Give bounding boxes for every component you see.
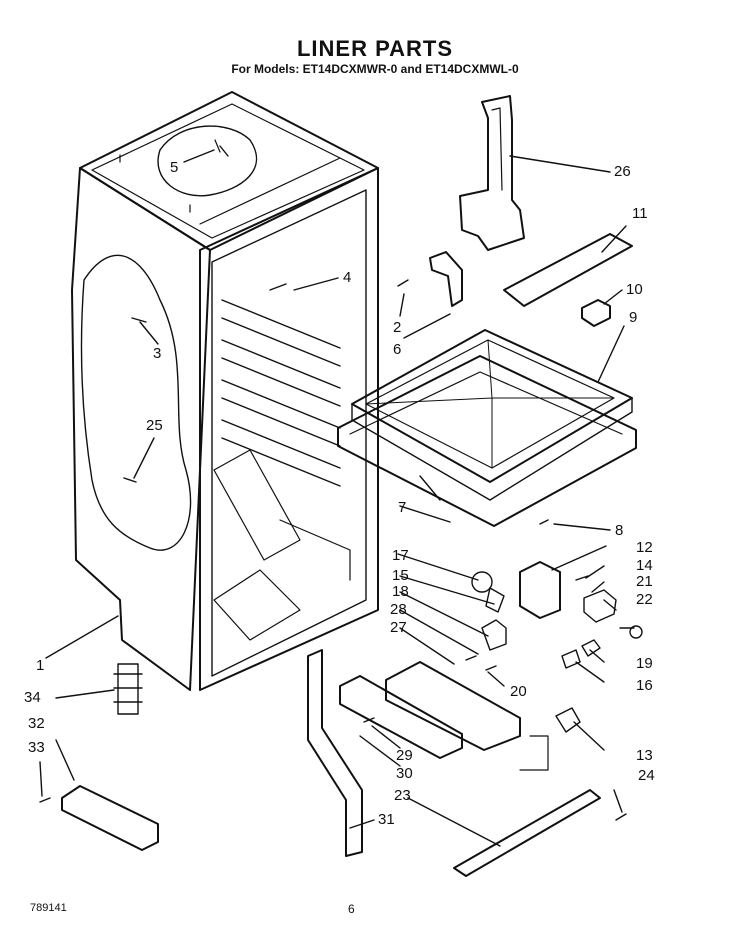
callout-10: 10	[626, 281, 643, 298]
callout-26: 26	[614, 163, 631, 180]
page-title: LINER PARTS	[296, 36, 454, 61]
callout-3: 3	[153, 345, 161, 362]
callout-20: 20	[510, 683, 527, 700]
drawer-frame	[337, 355, 637, 527]
callout-29: 29	[396, 747, 413, 764]
callout-24: 24	[638, 767, 655, 784]
callout-17: 17	[392, 547, 409, 564]
callout-1: 1	[36, 657, 44, 674]
callout-13: 13	[636, 747, 653, 764]
callout-9: 9	[629, 309, 637, 326]
callout-2: 2	[393, 319, 401, 336]
callout-7: 7	[398, 499, 406, 516]
block-part	[581, 299, 611, 327]
callout-31: 31	[378, 811, 395, 828]
callout-22: 22	[636, 591, 653, 608]
callout-32: 32	[28, 715, 45, 732]
bracket-part	[429, 251, 463, 307]
control-housing	[471, 561, 643, 771]
callout-33: 33	[28, 739, 45, 756]
callout-30: 30	[396, 765, 413, 782]
callout-34: 34	[24, 689, 41, 706]
leveling-leg	[113, 663, 143, 715]
page-number: 6	[348, 902, 355, 916]
callout-19: 19	[636, 655, 653, 672]
shelf-trim-bar	[503, 233, 633, 307]
leader-lines	[39, 149, 635, 847]
callout-12: 12	[636, 539, 653, 556]
callout-15: 15	[392, 567, 409, 584]
callout-23: 23	[394, 787, 411, 804]
callout-8: 8	[615, 522, 623, 539]
callout-16: 16	[636, 677, 653, 694]
callout-21: 21	[636, 573, 653, 590]
callout-11: 11	[632, 205, 648, 222]
model-subtitle: For Models: ET14DCXMWR-0 and ET14DCXMWL-…	[231, 62, 519, 76]
callout-18: 18	[392, 583, 409, 600]
screw-parts	[39, 145, 627, 821]
callout-27: 27	[390, 619, 407, 636]
callout-6: 6	[393, 341, 401, 358]
bottom-rail	[453, 789, 601, 877]
callout-28: 28	[390, 601, 407, 618]
callout-4: 4	[343, 269, 351, 286]
vertical-channel	[307, 649, 363, 857]
callout-labels: 1 2 3 4 5 6 7 8 9 10 11 12 13 14 15 16 1…	[24, 159, 655, 828]
diagram-code: 789141	[30, 902, 67, 914]
rail-assembly	[339, 661, 521, 759]
callout-14: 14	[636, 557, 653, 574]
callout-5: 5	[170, 159, 178, 176]
callout-25: 25	[146, 417, 163, 434]
crisper-cover-frame	[351, 329, 633, 501]
hinge-bracket	[61, 785, 159, 851]
air-duct-part	[459, 95, 525, 251]
socket-bracket	[481, 619, 507, 651]
cabinet-liner	[71, 91, 379, 691]
